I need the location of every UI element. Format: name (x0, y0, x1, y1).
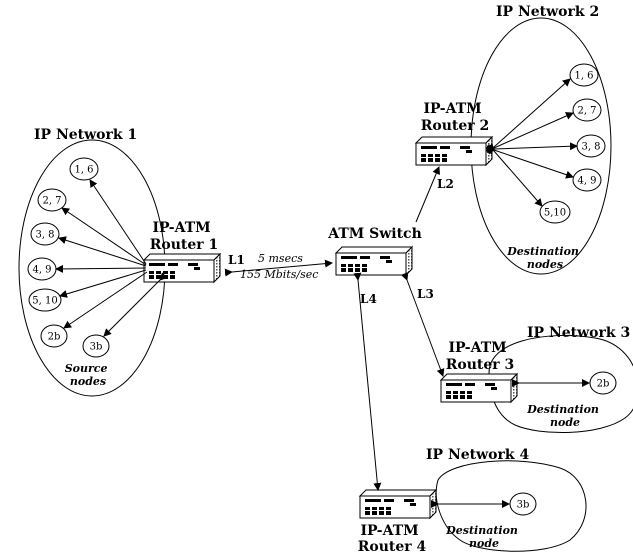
dest-node-n4-caption: Destination node (445, 524, 522, 550)
dest-node-n2-4: 4, 9 (572, 168, 602, 192)
svg-text:1, 6: 1, 6 (74, 165, 93, 176)
svg-text:5, 10: 5, 10 (32, 296, 57, 307)
source-node-7: 3b (82, 334, 110, 358)
link-l1-rate: 155 Mbits/sec (240, 268, 318, 281)
source-arrows (55, 179, 168, 337)
link-l2-label: L2 (437, 177, 454, 191)
svg-text:2b: 2b (597, 379, 610, 390)
router-3-icon (440, 373, 518, 403)
svg-text:5,10: 5,10 (544, 208, 566, 219)
source-node-2: 2, 7 (37, 188, 67, 212)
source-node-4: 4, 9 (27, 257, 57, 281)
svg-text:4, 9: 4, 9 (577, 176, 596, 187)
link-l1-label: L1 (228, 253, 245, 267)
svg-text:3, 8: 3, 8 (35, 230, 54, 241)
network-3-title: IP Network 3 (527, 325, 630, 341)
link-l1-delay: 5 msecs (258, 252, 303, 265)
network-1-title: IP Network 1 (34, 127, 137, 143)
link-l3 (400, 272, 445, 377)
router-2-label: IP-ATM Router 2 (421, 101, 490, 134)
router-1-label: IP-ATM Router 1 (150, 220, 219, 253)
network-4-ellipse (435, 460, 587, 552)
router-3-label: IP-ATM Router 3 (446, 340, 515, 373)
link-l4-label: L4 (360, 292, 377, 306)
dest-node-n2-3: 3, 8 (576, 134, 606, 158)
dest-node-n2-2: 2, 7 (572, 98, 602, 122)
router-2-icon (415, 136, 493, 166)
network-4-title: IP Network 4 (426, 447, 529, 463)
dest-nodes-n2-caption: Destination nodes (506, 245, 583, 271)
atm-switch-icon (335, 246, 413, 276)
svg-text:1, 6: 1, 6 (574, 71, 593, 82)
network-2-title: IP Network 2 (496, 4, 599, 20)
source-node-6: 2b (40, 324, 68, 348)
dest-node-n3: 2b (589, 371, 617, 395)
source-node-5: 5, 10 (28, 288, 62, 312)
svg-text:3b: 3b (517, 500, 530, 511)
router-1-icon (143, 253, 221, 283)
network-3-ellipse (488, 334, 633, 434)
svg-text:4, 9: 4, 9 (32, 265, 51, 276)
dest-node-n2-1: 1, 6 (569, 63, 599, 87)
source-node-1: 1, 6 (69, 157, 99, 181)
svg-text:2, 7: 2, 7 (577, 106, 596, 117)
svg-text:3b: 3b (90, 342, 103, 353)
source-nodes-caption: Source nodes (65, 362, 112, 388)
dest-node-n2-5: 5,10 (539, 200, 571, 224)
dest-node-n3-caption: Destination node (526, 403, 603, 429)
link-l1 (224, 259, 333, 277)
link-l2 (415, 166, 440, 223)
dest-arrows-n2 (485, 78, 578, 207)
svg-text:3, 8: 3, 8 (581, 142, 600, 153)
atm-switch-label: ATM Switch (327, 226, 422, 242)
link-l4 (353, 272, 382, 491)
svg-text:2, 7: 2, 7 (42, 196, 61, 207)
source-node-3: 3, 8 (30, 222, 60, 246)
router-4-label: IP-ATM Router 4 (358, 523, 427, 555)
dest-node-n4: 3b (509, 492, 537, 516)
router-4-icon (359, 489, 437, 519)
svg-text:2b: 2b (48, 332, 61, 343)
link-l3-label: L3 (417, 287, 434, 301)
